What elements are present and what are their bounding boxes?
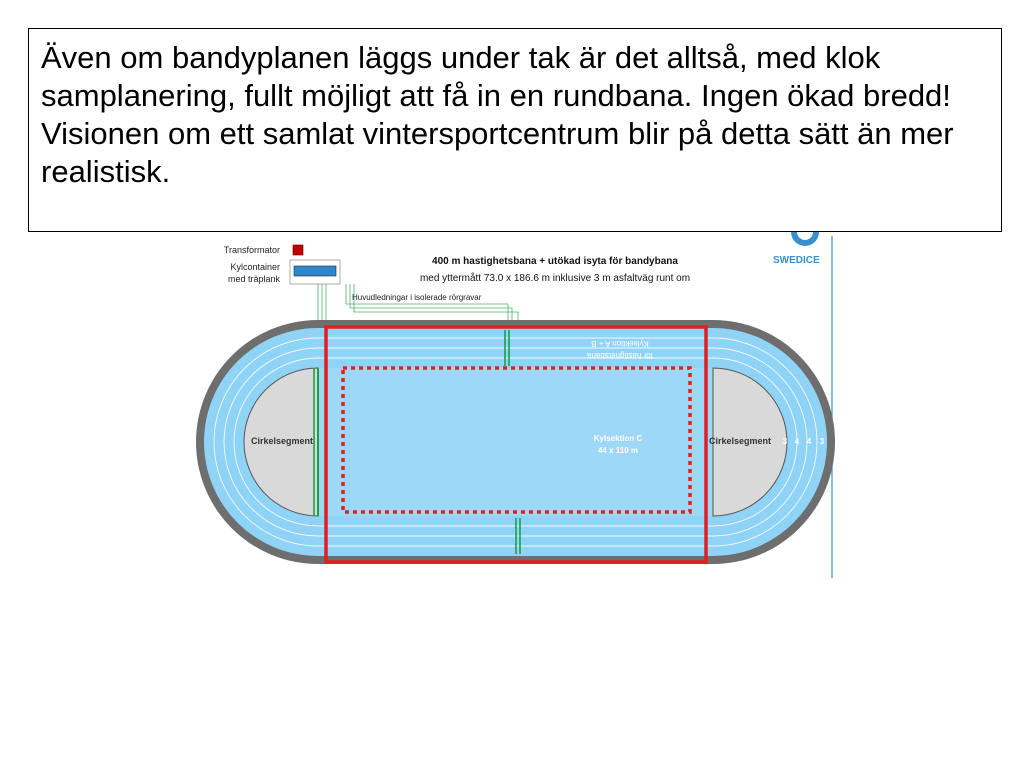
section-ab-line2: för hastighetsbana (587, 351, 653, 360)
cooling-section-c-outline (341, 366, 692, 514)
caption-box: Även om bandyplanen läggs under tak är d… (28, 28, 1002, 232)
transformer-symbol (292, 244, 304, 256)
section-c-line2: 44 x 110 m (598, 446, 638, 455)
lane-number: 4 (795, 437, 800, 446)
cooling-container-label-1: Kylcontainer (230, 262, 280, 272)
transformer-label: Transformator (224, 245, 280, 255)
bandy-field-outline (324, 325, 708, 564)
right-circle-segment (712, 367, 788, 517)
caption-text: Även om bandyplanen läggs under tak är d… (41, 40, 954, 189)
center-ice (318, 368, 713, 516)
left-circle-segment (243, 367, 319, 517)
lane-number: 3 (820, 437, 825, 446)
lane-number: 3 (783, 437, 788, 446)
lane-number: 4 (807, 437, 812, 446)
diagram-title: 400 m hastighetsbana + utökad isyta för … (432, 256, 678, 267)
section-ab-line1: Kylsektion A + B (591, 339, 649, 348)
section-ab-label: Kylsektion A + B (591, 339, 649, 348)
cooling-container-label-2: med träplank (228, 274, 281, 284)
swedice-logo-text: SWEDICE (773, 255, 820, 266)
right-segment-label: Cirkelsegment (709, 436, 771, 446)
left-segment-label: Cirkelsegment (251, 436, 313, 446)
pipes-label: Huvudledningar i isolerade rörgravar (352, 293, 482, 302)
crossing-pipes (313, 330, 521, 554)
diagram-subtitle: med yttermått 73.0 x 186.6 m inklusive 3… (420, 272, 690, 284)
lane-lines (213, 337, 818, 547)
cooling-container-symbol (293, 265, 337, 277)
section-c-line1: Kylsektion C (594, 434, 643, 443)
